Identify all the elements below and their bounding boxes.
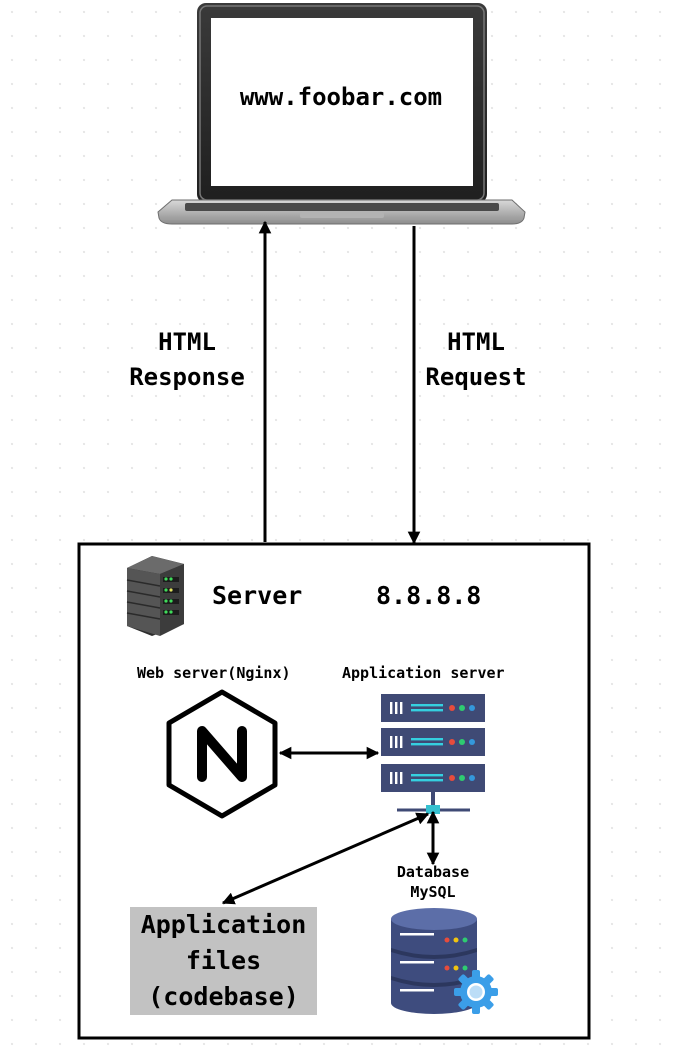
server-rack-icon: [126, 556, 184, 636]
server-title: Server: [212, 581, 303, 610]
web-server-label: Web server(Nginx): [137, 664, 291, 682]
app-server-stack-icon: [381, 694, 485, 814]
app-server-label: Application server: [342, 664, 505, 682]
laptop-icon: [157, 3, 526, 225]
application-files-label: Application files (codebase): [140, 909, 307, 1012]
server-ip: 8.8.8.8: [376, 581, 482, 610]
gear-icon: [454, 970, 498, 1014]
database-label: Database MySQL: [396, 863, 470, 902]
html-response-label: HTML Response: [129, 328, 245, 391]
app-files-arrow: [221, 812, 430, 905]
html-request-label: HTML Request: [425, 328, 527, 391]
application-files-box: Application files (codebase): [130, 907, 317, 1015]
site-url: www.foobar.com: [239, 83, 443, 111]
